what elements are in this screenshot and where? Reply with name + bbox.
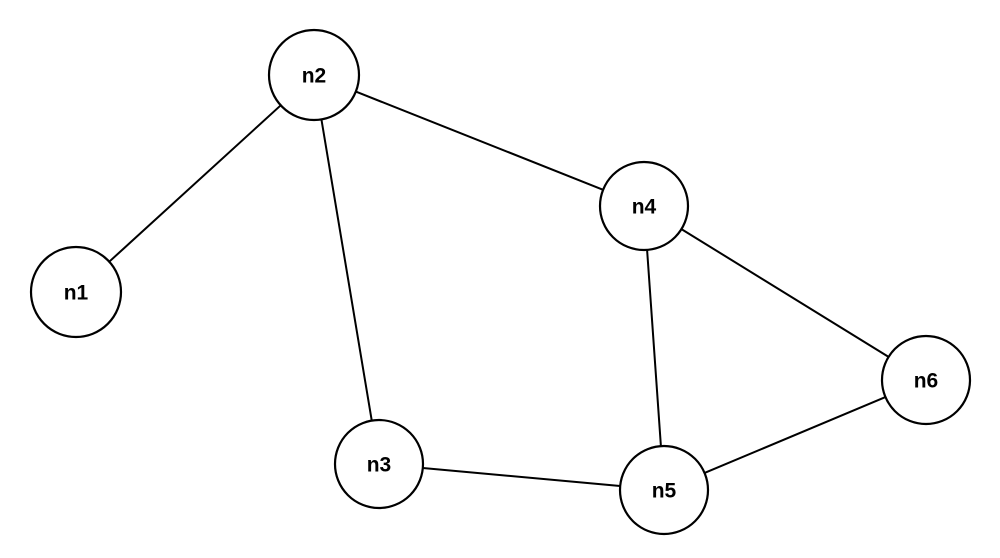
graph-node-n4[interactable]: n4 <box>598 160 690 252</box>
node-layer: n1 n2 n3 n4 n5 n6 <box>29 28 972 536</box>
graph-node-circle-n2[interactable] <box>267 28 361 122</box>
graph-node-circle-n3[interactable] <box>333 418 425 510</box>
graph-node-n1[interactable]: n1 <box>29 245 123 339</box>
graph-node-circle-n1[interactable] <box>29 245 123 339</box>
graph-edge-n2-n4[interactable] <box>354 90 605 191</box>
graph-edge-n1-n2[interactable] <box>108 104 282 263</box>
graph-edge-n4-n6[interactable] <box>680 228 890 358</box>
edge-layer <box>108 90 890 488</box>
graph-node-label-n4: n4 <box>632 196 657 219</box>
graph-node-circle-n6[interactable] <box>880 334 972 426</box>
graph-node-circle-n4[interactable] <box>598 160 690 252</box>
graph-node-n5[interactable]: n5 <box>618 444 710 536</box>
graph-node-circle-n5[interactable] <box>618 444 710 536</box>
graph-edge-n3-n5[interactable] <box>421 466 622 488</box>
graph-node-n3[interactable]: n3 <box>333 418 425 510</box>
graph-node-label-n1: n1 <box>64 282 89 305</box>
graph-edge-n5-n6[interactable] <box>703 396 887 474</box>
graph-edge-n2-n3[interactable] <box>320 118 373 422</box>
graph-edge-n4-n5[interactable] <box>646 248 662 448</box>
graph-node-n2[interactable]: n2 <box>267 28 361 122</box>
graph-node-label-n5: n5 <box>652 480 677 503</box>
graph-node-label-n3: n3 <box>367 454 392 477</box>
graph-node-label-n2: n2 <box>302 65 327 88</box>
graph-node-n6[interactable]: n6 <box>880 334 972 426</box>
graph-node-label-n6: n6 <box>914 370 939 393</box>
